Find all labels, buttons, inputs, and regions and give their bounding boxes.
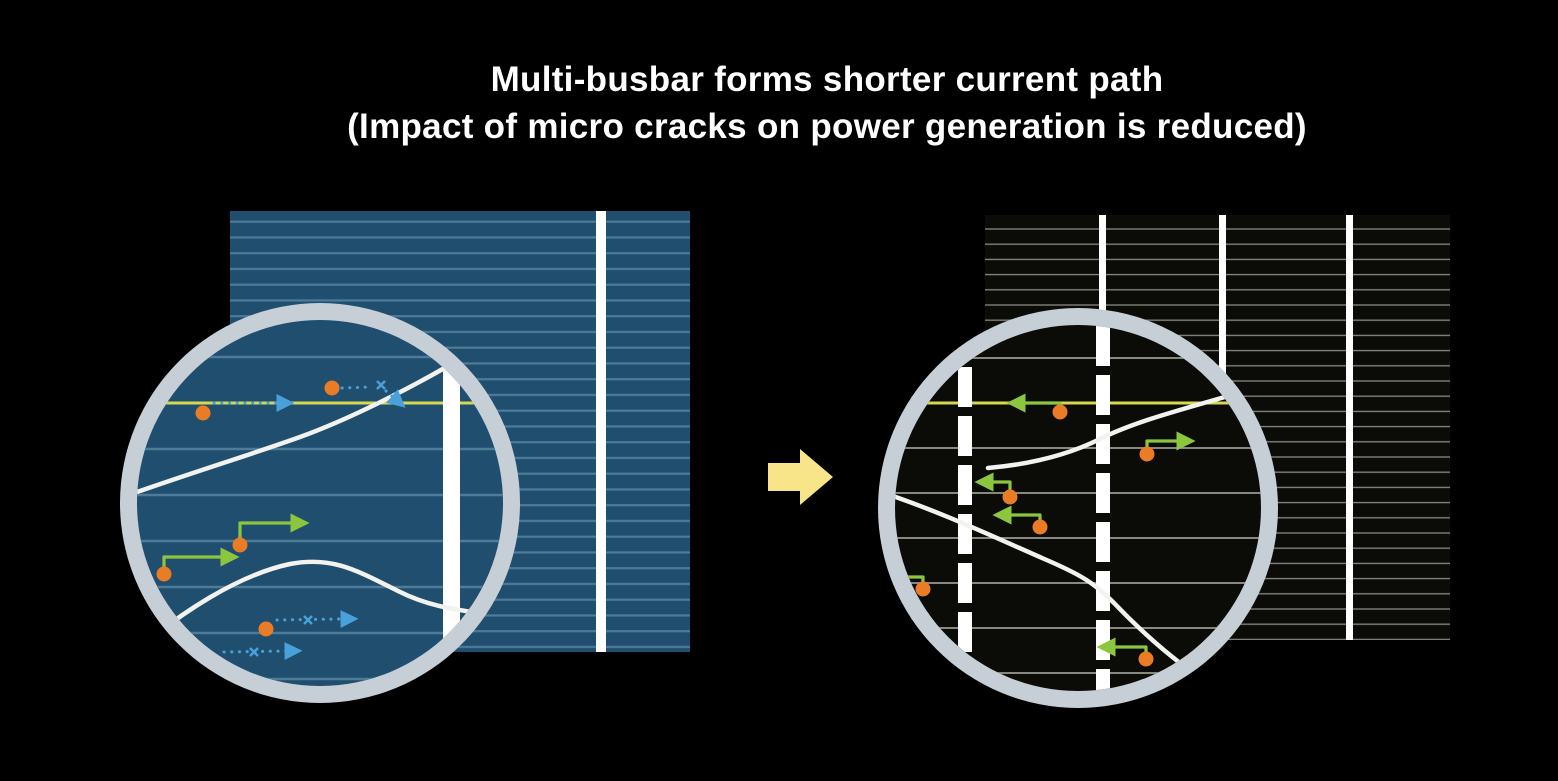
right-arrow-icon xyxy=(768,449,833,505)
current-origin-dot xyxy=(195,405,211,421)
busbar-zoomed xyxy=(443,320,460,686)
short-current-path-arrow xyxy=(974,472,1012,492)
current-origin-dots xyxy=(915,404,1155,667)
micro-crack xyxy=(137,559,487,654)
short-current-paths xyxy=(895,393,1196,657)
short-current-paths xyxy=(162,513,310,569)
current-origin-dot xyxy=(258,621,274,637)
short-current-path-arrow xyxy=(1145,431,1196,451)
title-line-2: (Impact of micro cracks on power generat… xyxy=(347,107,1307,146)
short-current-path-arrow xyxy=(1096,637,1148,657)
micro-crack xyxy=(895,488,1183,666)
left-magnifier xyxy=(120,303,520,703)
short-current-path-arrow xyxy=(1006,393,1062,413)
blocked-path-x-icons xyxy=(249,380,386,657)
short-current-path-arrow xyxy=(992,505,1042,525)
current-origin-dot xyxy=(324,380,340,396)
micro-cracks xyxy=(895,386,1255,666)
busbar xyxy=(1346,215,1353,640)
short-current-path-arrow xyxy=(162,547,240,569)
current-origin-dot xyxy=(1002,489,1018,505)
blocked-path-x-icon xyxy=(376,380,386,390)
magnifier-lens xyxy=(137,320,503,686)
current-origin-dot xyxy=(1139,446,1155,462)
micro-crack xyxy=(985,386,1255,471)
blocked-path-x-icon xyxy=(303,615,313,625)
long-current-path-arrow xyxy=(275,610,359,629)
long-current-path-dotted xyxy=(340,385,374,390)
magnifier-lens xyxy=(895,325,1261,691)
long-current-path-arrow xyxy=(384,389,406,408)
title-line-1: Multi-busbar forms shorter current path xyxy=(490,60,1164,99)
current-origin-dot xyxy=(156,566,172,582)
micro-crack xyxy=(137,363,451,501)
busbar xyxy=(596,211,606,652)
current-origin-dot xyxy=(1138,651,1154,667)
diagram-title: Multi-busbar forms shorter current path … xyxy=(96,56,1558,150)
micro-cracks xyxy=(137,363,487,654)
short-current-path-arrow xyxy=(238,513,310,540)
current-origin-dot xyxy=(915,581,931,597)
current-origin-dot xyxy=(1052,404,1068,420)
current-origin-dot xyxy=(1032,519,1048,535)
right-magnifier xyxy=(878,308,1278,708)
current-origin-dot xyxy=(232,537,248,553)
blocked-path-x-icon xyxy=(249,647,259,657)
